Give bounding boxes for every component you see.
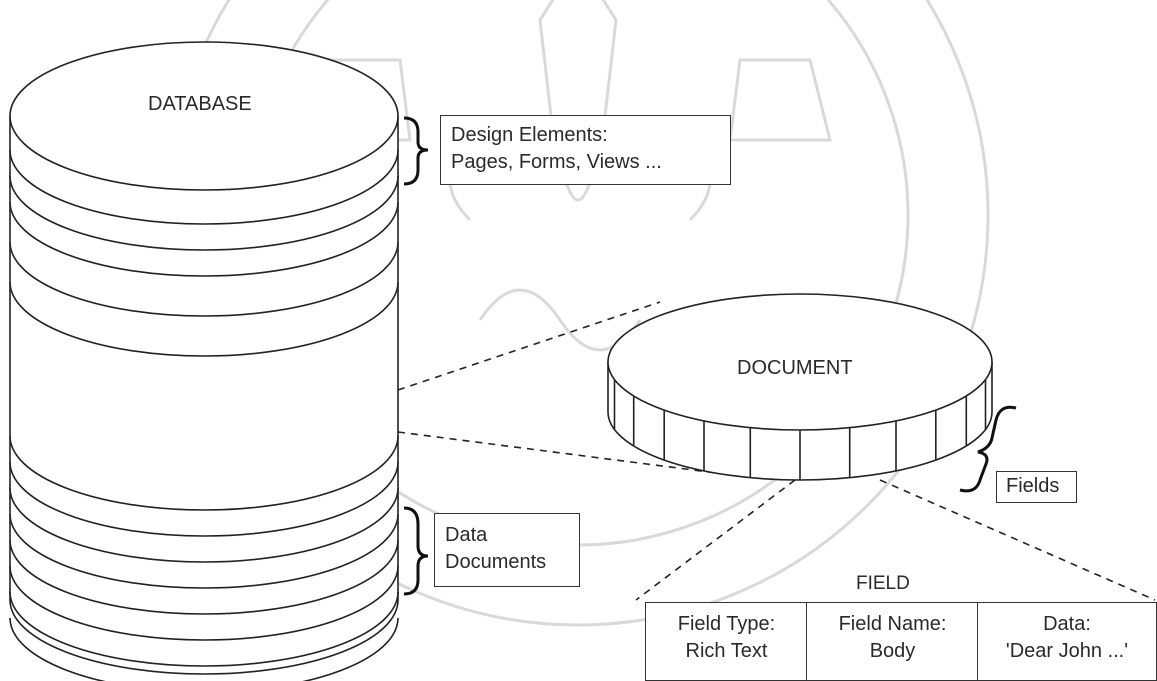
data-documents-line-2: Documents <box>445 551 547 573</box>
database-slice-rim <box>9 435 399 511</box>
data-documents-box: Data Documents <box>434 513 580 587</box>
data-documents-brace <box>403 506 429 596</box>
database-slice-rim <box>9 149 399 225</box>
database-slice-rim <box>9 487 399 563</box>
field-name-heading: Field Name: <box>838 613 947 635</box>
field-data-value: 'Dear John ...' <box>1005 640 1129 662</box>
database-slice-rim <box>9 461 399 537</box>
field-name-cell: Field Name: Body <box>806 602 979 681</box>
database-cylinder <box>9 41 399 681</box>
database-top <box>9 41 399 191</box>
field-type-cell: Field Type: Rich Text <box>645 602 808 681</box>
database-slice-rim <box>9 175 399 251</box>
field-type-heading: Field Type: <box>677 613 776 635</box>
design-elements-box: Design Elements: Pages, Forms, Views ... <box>440 115 731 185</box>
database-slice-rim <box>9 565 399 641</box>
database-slice-rim <box>9 281 399 357</box>
database-slice-rim <box>9 591 399 667</box>
database-slice-rim <box>9 513 399 589</box>
fields-box: Fields <box>996 471 1077 503</box>
database-slice-rim <box>9 241 399 317</box>
design-elements-line-2: Pages, Forms, Views ... <box>451 151 662 173</box>
data-documents-line-1: Data <box>445 524 488 546</box>
database-slice-rim <box>9 539 399 615</box>
field-type-value: Rich Text <box>685 640 768 662</box>
database-title: DATABASE <box>148 93 252 115</box>
document-title: DOCUMENT <box>737 357 853 379</box>
fields-label: Fields <box>1006 475 1060 497</box>
field-title: FIELD <box>856 573 910 594</box>
database-slice-rim <box>9 617 399 681</box>
database-slice-rim <box>9 201 399 277</box>
field-name-value: Body <box>869 640 916 662</box>
document-disk <box>607 293 993 481</box>
database-body <box>9 116 399 675</box>
design-elements-brace <box>403 116 429 186</box>
dashed-connectors <box>397 301 1156 601</box>
field-data-heading: Data: <box>1043 613 1091 635</box>
field-data-cell: Data: 'Dear John ...' <box>977 602 1157 681</box>
fields-brace <box>959 405 1017 493</box>
design-elements-line-1: Design Elements: <box>451 124 608 146</box>
